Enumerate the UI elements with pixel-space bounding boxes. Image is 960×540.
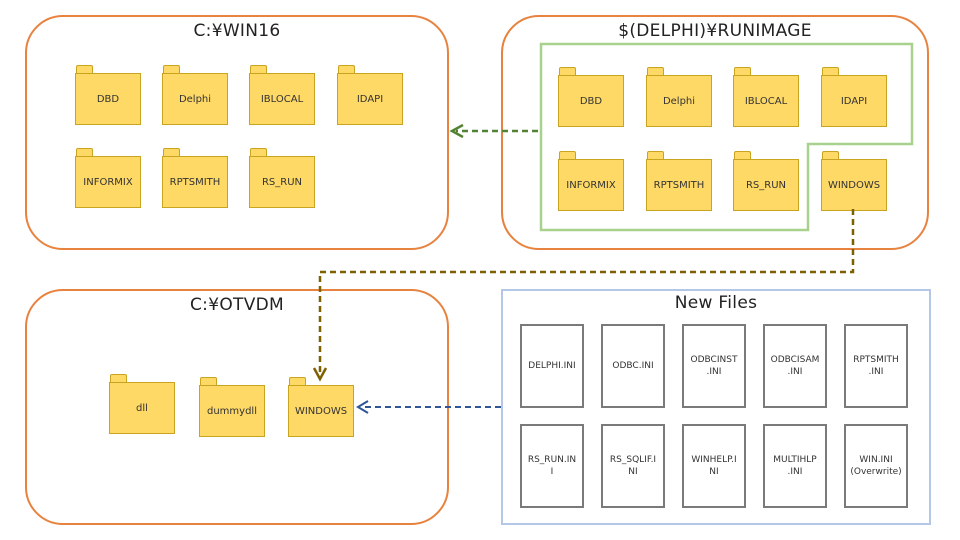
runimage-group: $(DELPHI)¥RUNIMAGE DBD Delphi IBLOCAL ID…: [501, 15, 929, 250]
file-delphi-ini: DELPHI.INI: [520, 324, 584, 408]
runimage-folder-informix: INFORMIX: [558, 151, 624, 211]
runimage-selection-outline: [539, 42, 914, 232]
file-multihlp-ini: MULTIHLP .INI: [763, 424, 827, 508]
folder-rptsmith: RPTSMITH: [162, 148, 228, 208]
folder-dbd: DBD: [75, 65, 141, 125]
runimage-folder-idapi: IDAPI: [821, 67, 887, 127]
arrow-runimage-to-win16: [449, 123, 538, 139]
otvdm-folder-dummydll: dummydll: [199, 377, 265, 437]
folder-idapi: IDAPI: [337, 65, 403, 125]
otvdm-folder-dll: dll: [109, 374, 175, 434]
otvdm-group: C:¥OTVDM dll dummydll WINDOWS: [25, 289, 449, 525]
win16-title: C:¥WIN16: [193, 21, 281, 41]
folder-rs-run: RS_RUN: [249, 148, 315, 208]
new-files-group: New Files DELPHI.INI ODBC.INI ODBCINST .…: [501, 289, 931, 525]
runimage-title: $(DELPHI)¥RUNIMAGE: [618, 21, 812, 41]
file-odbcinst-ini: ODBCINST .INI: [682, 324, 746, 408]
win16-group: C:¥WIN16 DBD Delphi IBLOCAL IDAPI INFORM…: [25, 15, 449, 250]
file-odbcisam-ini: ODBCISAM .INI: [763, 324, 827, 408]
runimage-folder-windows: WINDOWS: [821, 151, 887, 211]
runimage-folder-rptsmith: RPTSMITH: [646, 151, 712, 211]
runimage-folder-dbd: DBD: [558, 67, 624, 127]
arrow-runimage-windows-to-otvdm-windows: [312, 209, 855, 382]
folder-informix: INFORMIX: [75, 148, 141, 208]
runimage-folder-delphi: Delphi: [646, 67, 712, 127]
folder-delphi: Delphi: [162, 65, 228, 125]
runimage-folder-rs-run: RS_RUN: [733, 151, 799, 211]
folder-iblocal: IBLOCAL: [249, 65, 315, 125]
arrow-new-files-to-otvdm-windows: [356, 400, 501, 414]
otvdm-folder-windows: WINDOWS: [288, 377, 354, 437]
file-rs-sqlif-ini: RS_SQLIF.I NI: [601, 424, 665, 508]
new-files-title: New Files: [674, 293, 758, 313]
file-rptsmith-ini: RPTSMITH .INI: [844, 324, 908, 408]
runimage-folder-iblocal: IBLOCAL: [733, 67, 799, 127]
file-win-ini: WIN.INI (Overwrite): [844, 424, 908, 508]
otvdm-title: C:¥OTVDM: [190, 295, 284, 315]
file-winhelp-ini: WINHELP.I NI: [682, 424, 746, 508]
file-odbc-ini: ODBC.INI: [601, 324, 665, 408]
file-rs-run-ini: RS_RUN.IN I: [520, 424, 584, 508]
